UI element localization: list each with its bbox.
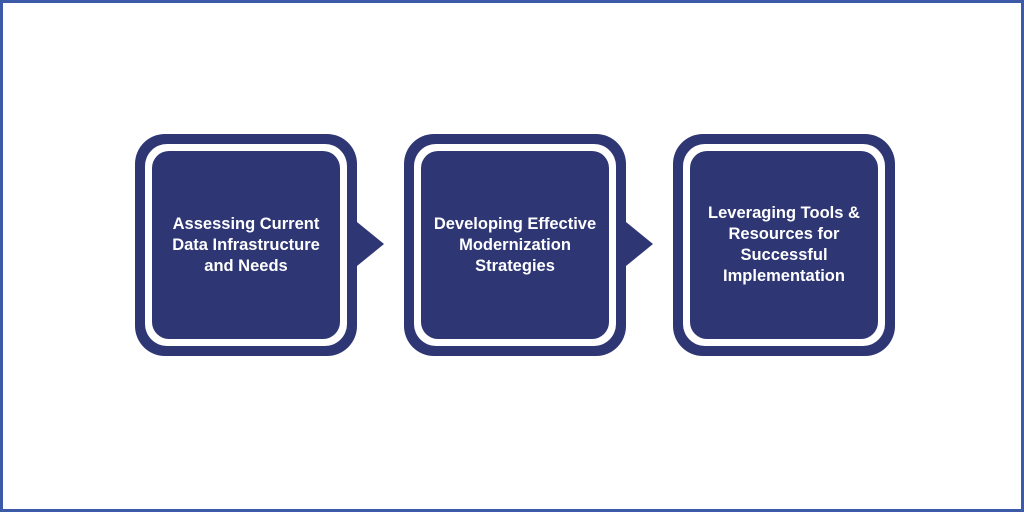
step-3-label: Leveraging Tools & Resources for Success… (708, 204, 860, 285)
step-box-1: Assessing Current Data Infrastructure an… (135, 134, 357, 356)
step-2-label: Developing Effective Modernization Strat… (433, 214, 597, 275)
step-box-2-core: Developing Effective Modernization Strat… (421, 151, 609, 339)
step-box-3-ring: Leveraging Tools & Resources for Success… (683, 144, 885, 346)
step-box-3-core: Leveraging Tools & Resources for Success… (690, 151, 878, 339)
step-box-3: Leveraging Tools & Resources for Success… (673, 134, 895, 356)
step-box-1-ring: Assessing Current Data Infrastructure an… (145, 144, 347, 346)
step-box-2: Developing Effective Modernization Strat… (404, 134, 626, 356)
arrow-right-icon (626, 222, 653, 266)
step-box-2-ring: Developing Effective Modernization Strat… (414, 144, 616, 346)
arrow-right-icon (357, 222, 384, 266)
step-1-label: Assessing Current Data Infrastructure an… (172, 214, 320, 275)
step-box-1-core: Assessing Current Data Infrastructure an… (152, 151, 340, 339)
